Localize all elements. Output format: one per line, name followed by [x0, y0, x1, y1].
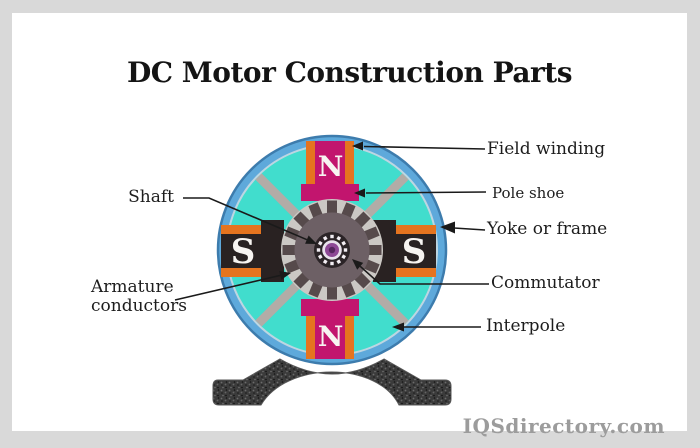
arrowhead-interpole — [392, 322, 404, 332]
motor-stand — [212, 358, 452, 406]
pole-core-right — [392, 234, 436, 268]
leader-yoke — [453, 227, 486, 231]
shaft-core — [328, 246, 336, 254]
arrowhead-shaft — [305, 235, 317, 244]
commutator — [314, 232, 350, 268]
label-pole-shoe: Pole shoe — [492, 184, 565, 202]
pole-shoe-left — [261, 220, 284, 282]
arrowhead-field-winding — [352, 141, 363, 151]
pole-top-north: N — [301, 141, 359, 201]
arrowhead-commutator — [352, 259, 364, 270]
leader-pole-shoe — [365, 191, 487, 194]
leader-lines — [174, 145, 489, 328]
leader-commutator — [359, 265, 489, 285]
pole-left-south: S — [221, 220, 284, 282]
pole-letter-s-right: S — [402, 232, 427, 272]
arrowhead-pole-shoe — [354, 188, 365, 198]
pole-shoe-bottom — [301, 299, 359, 316]
pole-letter-n-top: N — [318, 150, 344, 183]
leader-shaft — [183, 197, 308, 241]
label-yoke-or-frame: Yoke or frame — [487, 219, 608, 239]
label-commutator: Commutator — [491, 273, 600, 293]
label-field-winding: Field winding — [487, 139, 606, 159]
arrowhead-yoke — [440, 221, 455, 234]
leader-armature — [174, 274, 281, 301]
pole-letter-n-bottom: N — [318, 320, 344, 353]
label-interpole: Interpole — [486, 316, 566, 336]
commutator-segments — [316, 234, 348, 266]
leader-field-winding — [363, 145, 486, 150]
watermark: IQSdirectory.com — [462, 414, 665, 438]
pole-letter-s-left: S — [231, 232, 256, 272]
label-armature-conductors: Armature conductors — [91, 277, 187, 316]
diagram-card: DC Motor Construction Parts — [12, 13, 687, 438]
label-shaft: Shaft — [128, 187, 174, 207]
page-title: DC Motor Construction Parts — [126, 56, 573, 89]
arrowhead-armature — [279, 271, 291, 280]
pole-shoe-top — [301, 184, 359, 201]
dc-motor-diagram: N N S S — [174, 134, 489, 406]
pole-bottom-north: N — [301, 299, 359, 359]
pole-core-left — [221, 234, 265, 268]
leader-arrowheads — [279, 141, 455, 332]
